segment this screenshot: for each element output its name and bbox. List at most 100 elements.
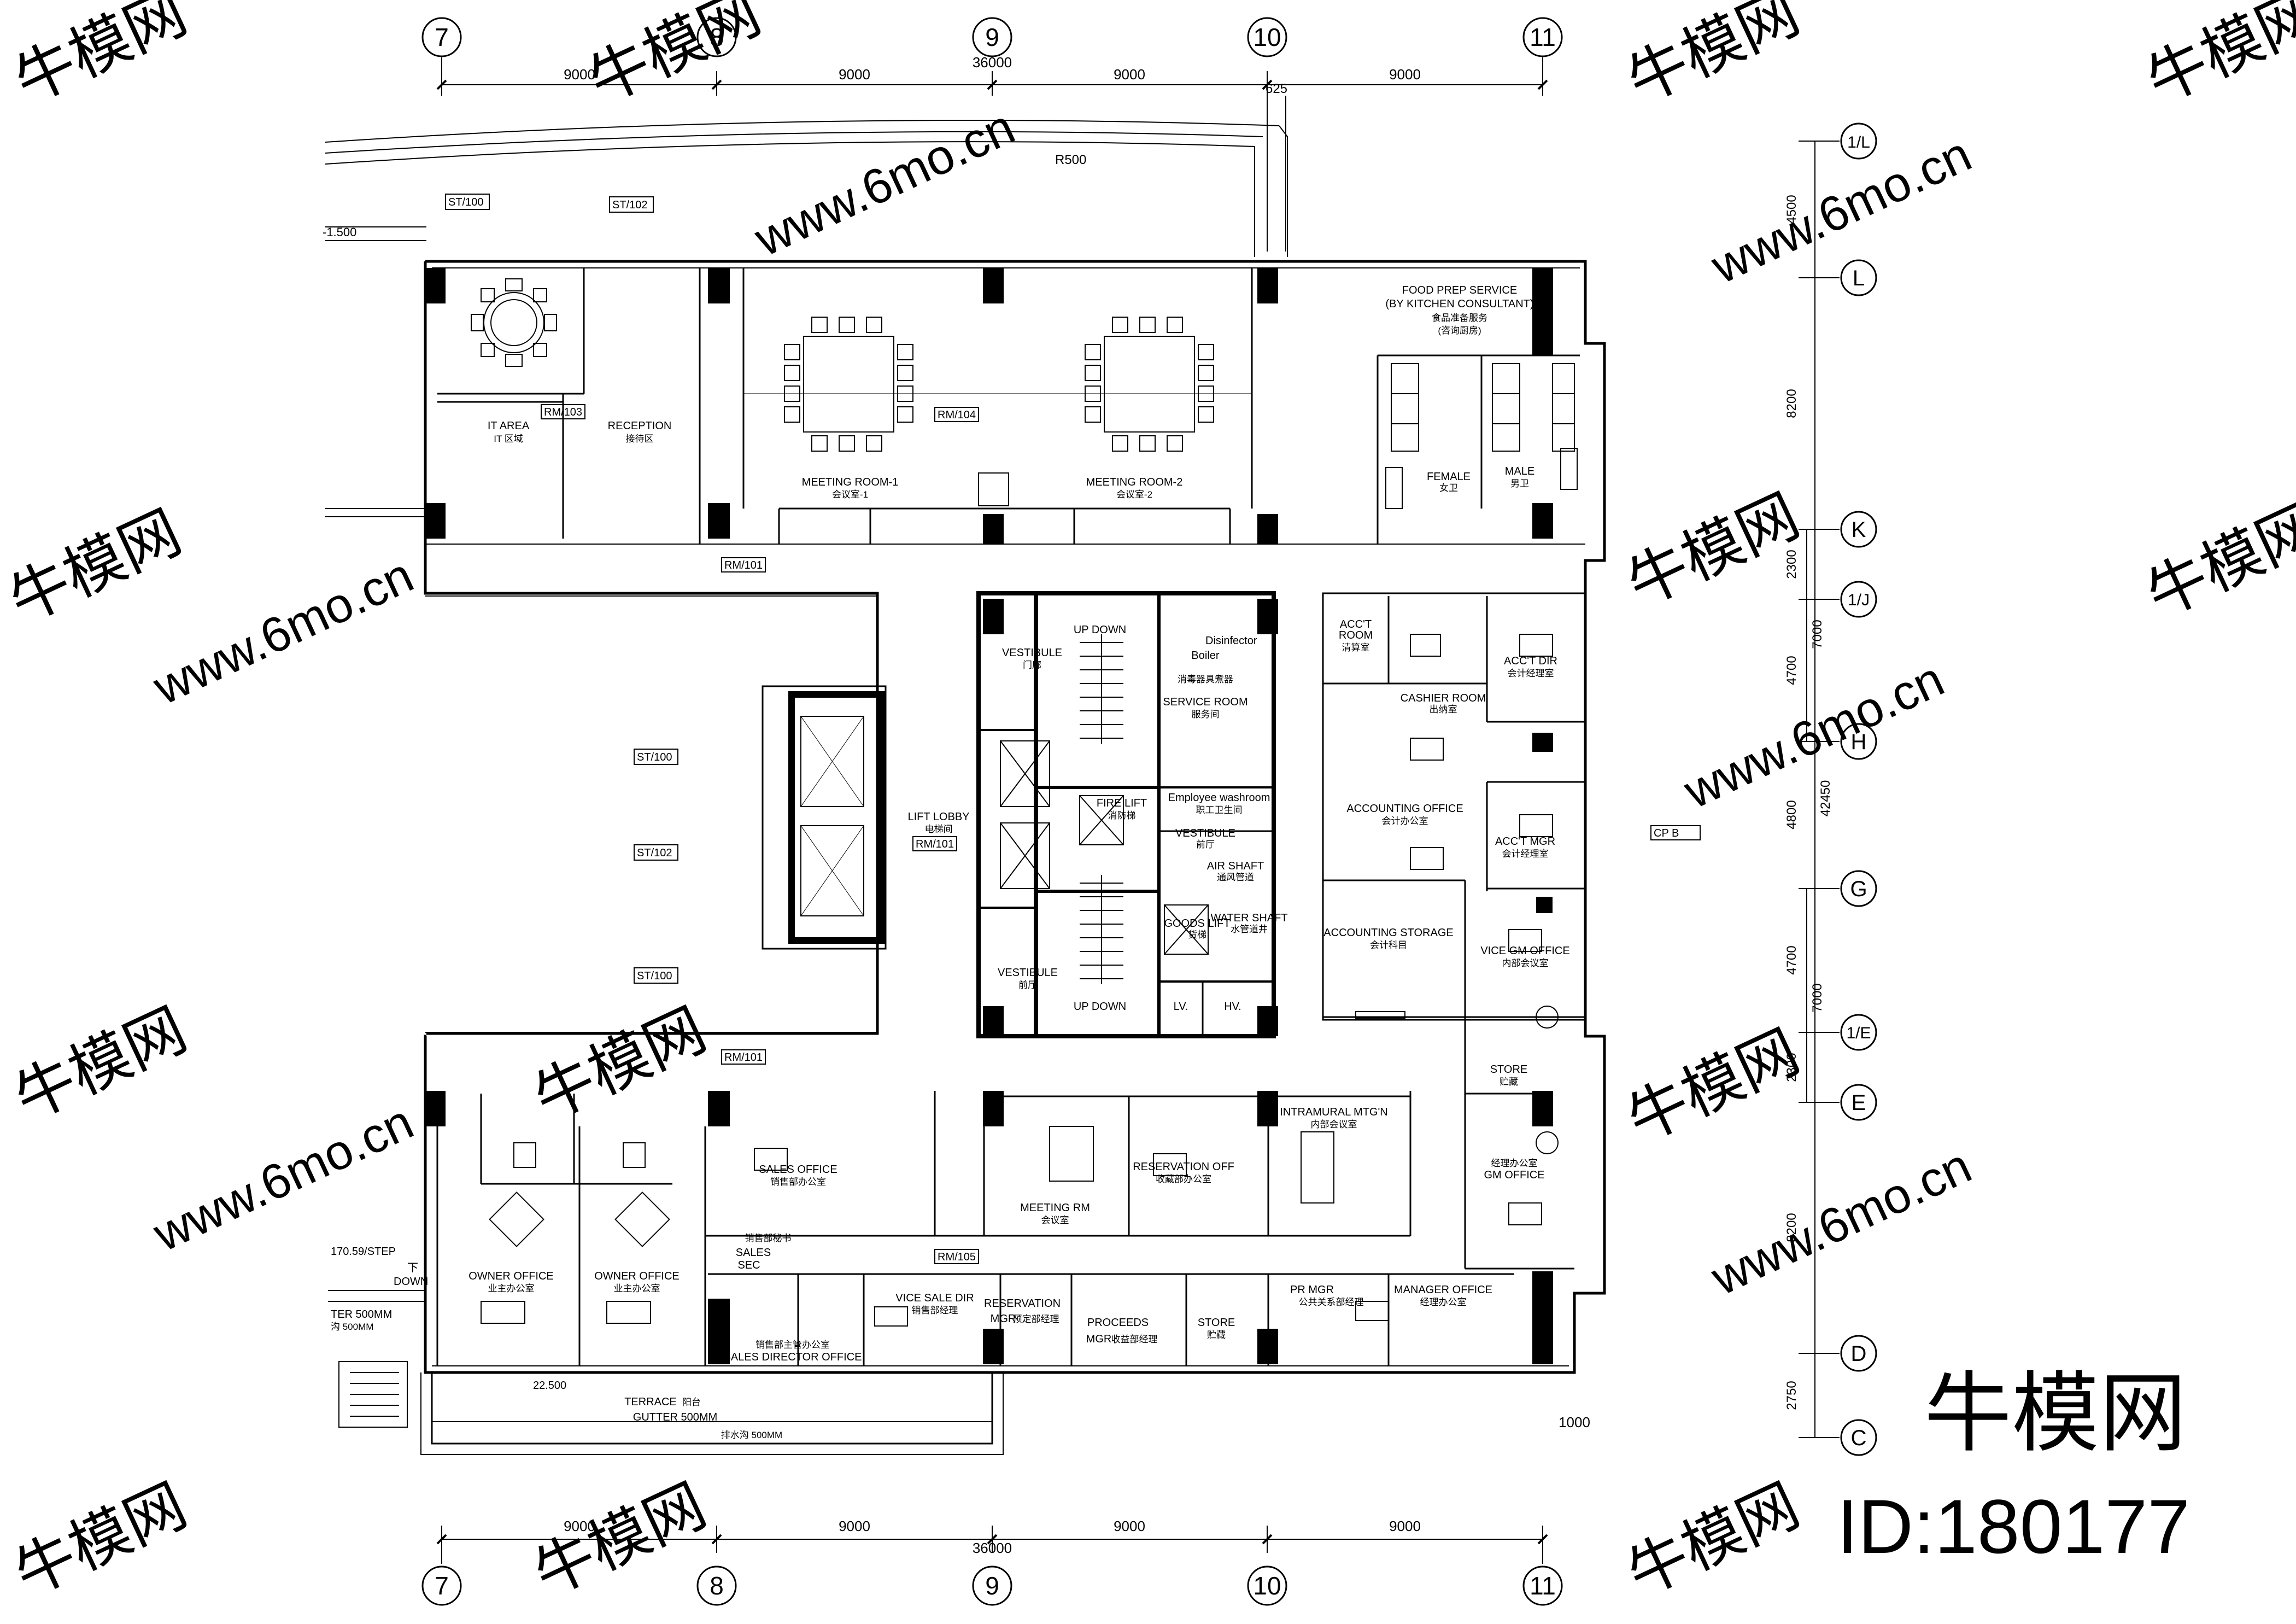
dim-right-sub-b: 7000 (1810, 983, 1825, 1012)
sales-sec-label-2: SEC (737, 1259, 760, 1271)
pr-mgr-label: PR MGR (1290, 1284, 1334, 1296)
watermark-site: www.6mo.cn (1676, 652, 1952, 820)
it-area-label: IT AREA (488, 420, 530, 432)
tag-rm105: RM/105 (938, 1251, 976, 1263)
dim-top-1: 9000 (564, 66, 595, 83)
watermark-site: www.6mo.cn (145, 548, 421, 716)
male-toilet-label: MALE (1505, 465, 1534, 477)
sales-director-label: SALES DIRECTOR OFFICE (723, 1351, 862, 1363)
level-left: -1.500 (323, 225, 356, 239)
sales-office-label: SALES OFFICE (759, 1164, 837, 1176)
goods-lift-label: GOODS LIFT (1164, 918, 1230, 930)
store-right-label: STORE (1490, 1064, 1528, 1076)
grid-label-g: G (1850, 877, 1867, 901)
vice-sale-dir-label: VICE SALE DIR (895, 1292, 974, 1304)
owner-office-2-label: OWNER OFFICE (594, 1270, 680, 1282)
dim-right-7: 2300 (1784, 1053, 1799, 1082)
grid-label-7: 7 (435, 1572, 449, 1600)
dim-bottom-3: 9000 (1114, 1518, 1145, 1534)
grid-label-11: 11 (1530, 23, 1556, 51)
dim-right-sub-a: 7000 (1810, 620, 1825, 649)
sales-director-label-cn: 销售部主管办公室 (755, 1340, 830, 1350)
accounting-storage-label-cn: 会计科目 (1370, 940, 1407, 950)
lift-lobby-left (762, 685, 887, 950)
female-toilet-label-cn: 女卫 (1439, 483, 1458, 493)
column-grid-top (421, 17, 1563, 57)
road-tag: R500 (1055, 153, 1086, 167)
watermark-id: ID:180177 (1837, 1483, 2190, 1569)
meeting-table-1 (784, 317, 913, 452)
terrace-label: TERRACE (624, 1396, 677, 1408)
terrace-level: 22.500 (533, 1380, 566, 1392)
acct-room-label-cn: 清算室 (1342, 642, 1370, 653)
dim-top-3: 9000 (1114, 66, 1145, 83)
cashier-room-label: CASHIER ROOM (1401, 692, 1486, 704)
sales-sec-label-cn: 销售部秘书 (745, 1233, 792, 1243)
grid-label-k: K (1852, 518, 1866, 542)
store-bottom-label: STORE (1198, 1317, 1235, 1329)
meeting-room-1-label-cn: 会议室-1 (832, 489, 868, 500)
dim-bottom-1: 9000 (564, 1518, 595, 1534)
gutter-label-cn: 排水沟 500MM (721, 1430, 782, 1440)
exterior-walls (424, 260, 1606, 1374)
goods-lift-label-cn: 货梯 (1188, 930, 1206, 940)
dim-top-4: 9000 (1389, 66, 1421, 83)
food-prep-label-cn: 食品准备服务 (1432, 313, 1487, 323)
stair-up-down-label: UP DOWN (1074, 624, 1126, 636)
terrace-label-cn: 阳台 (682, 1397, 701, 1407)
room-labels: FOOD PREP SERVICE (BY KITCHEN CONSULTANT… (468, 284, 1569, 1440)
watermark-brand: 牛模网 (524, 1471, 716, 1609)
grid-label-h: H (1851, 730, 1867, 754)
watermark-brand: 牛模网 (4, 996, 196, 1133)
reception-label-cn: 接待区 (626, 434, 654, 444)
grid-label-l: L (1853, 266, 1865, 290)
dining-table (471, 278, 557, 367)
manager-office-label-cn: 经理办公室 (1420, 1297, 1467, 1307)
gutter-left-label: TER 500MM (331, 1308, 392, 1321)
tag-st100: ST/100 (448, 196, 483, 208)
tag-st100: ST/100 (637, 751, 672, 763)
dimension-ticks (436, 79, 1548, 1545)
vice-gm-office-label-cn: 内部会议室 (1502, 958, 1549, 968)
core-lifts (1000, 740, 1209, 955)
watermark-brand: 牛模网 (578, 0, 770, 116)
tag-cp: CP B (1654, 827, 1679, 839)
tag-st102: ST/102 (637, 847, 672, 859)
dim-right-6: 4700 (1784, 945, 1799, 974)
watermark-brand: 牛模网 (2136, 0, 2296, 116)
proceeds-mgr-label-2: MGR (1086, 1333, 1112, 1345)
grid-label-8: 8 (710, 23, 724, 51)
top-room-walls (437, 268, 1580, 544)
water-shaft-label-cn: 水管道井 (1231, 924, 1268, 934)
grid-label-d: D (1851, 1342, 1867, 1366)
section-tags (445, 194, 1701, 1264)
grid-label-1e: 1/E (1846, 1024, 1871, 1042)
manager-office-label: MANAGER OFFICE (1394, 1284, 1492, 1296)
watermark-logo: 牛模网 (1924, 1364, 2187, 1462)
meeting-rm-label: MEETING RM (1020, 1202, 1090, 1214)
accounting-office-label: ACCOUNTING OFFICE (1346, 803, 1463, 815)
acct-room-label-2: ROOM (1339, 629, 1373, 641)
vice-sale-dir-label-cn: 销售部经理 (912, 1305, 958, 1316)
employee-washroom-label-cn: 职工卫生间 (1196, 805, 1243, 815)
dim-bottom-2: 9000 (839, 1518, 870, 1534)
dim-right-3: 2300 (1784, 550, 1799, 579)
reservation-mgr-label-cn: 预定部经理 (1013, 1314, 1059, 1324)
gm-office-label: GM OFFICE (1484, 1169, 1544, 1181)
dim-right-total: 42450 (1818, 780, 1833, 817)
store-bottom-label-cn: 贮藏 (1207, 1330, 1226, 1340)
stair-up-down-label: UP DOWN (1074, 1001, 1126, 1013)
lift-lobby-label-cn: 电梯间 (925, 824, 953, 834)
vestibule-mid-label: VESTIBULE (1175, 827, 1235, 839)
vestibule-bottom-label-cn: 前厅 (1018, 980, 1037, 990)
dim-bottom-right: 1000 (1559, 1414, 1590, 1430)
terrace-area (328, 1290, 1004, 1455)
watermark-brand: 牛模网 (0, 498, 191, 635)
stairs (1080, 634, 1123, 984)
reception-label: RECEPTION (608, 420, 672, 432)
dim-right-labels: 4500 8200 2300 4700 4800 4700 2300 8200 … (1784, 195, 1833, 1410)
dim-bottom-4: 9000 (1389, 1518, 1421, 1534)
food-prep-label-2: (BY KITCHEN CONSULTANT) (1385, 298, 1533, 310)
